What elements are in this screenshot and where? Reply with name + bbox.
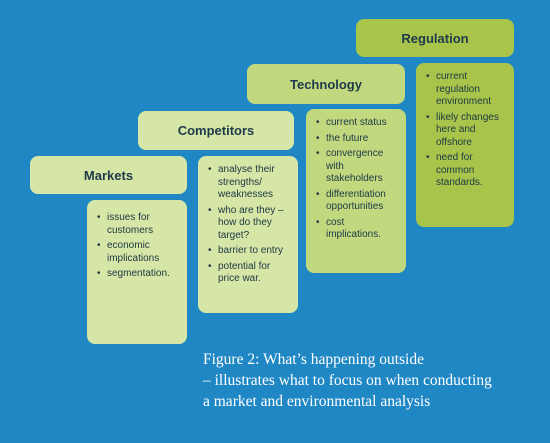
list-item: barrier to entry bbox=[208, 245, 290, 258]
regulation-header-label: Regulation bbox=[401, 30, 469, 46]
caption-line-3: a market and environmental analysis bbox=[203, 393, 431, 410]
caption-line-2: – illustrates what to focus on when cond… bbox=[203, 372, 492, 389]
competitors-list: analyse their strengths/ weaknesses who … bbox=[208, 164, 290, 286]
list-item: differentiation opportunities bbox=[316, 189, 398, 214]
list-item: the future bbox=[316, 133, 398, 146]
list-item: issues for customers bbox=[97, 212, 179, 237]
regulation-header: Regulation bbox=[356, 19, 514, 57]
technology-list: current status the future convergence wi… bbox=[316, 117, 398, 242]
regulation-panel: current regulation environment likely ch… bbox=[416, 63, 514, 227]
caption-line-1: Figure 2: What’s happening outside bbox=[203, 351, 424, 368]
competitors-header: Competitors bbox=[138, 111, 294, 150]
markets-list: issues for customers economic implicatio… bbox=[97, 212, 179, 281]
list-item: analyse their strengths/ weaknesses bbox=[208, 164, 290, 202]
markets-header-label: Markets bbox=[83, 167, 134, 183]
list-item: who are they – how do they target? bbox=[208, 205, 290, 243]
list-item: economic implications bbox=[97, 240, 179, 265]
competitors-header-label: Competitors bbox=[177, 123, 255, 138]
list-item: likely changes here and offshore bbox=[426, 112, 506, 150]
competitors-panel: analyse their strengths/ weaknesses who … bbox=[198, 156, 298, 313]
list-item: need for common standards. bbox=[426, 152, 506, 190]
figure-caption: Figure 2: What’s happening outside – ill… bbox=[203, 349, 548, 412]
list-item: convergence with stakeholders bbox=[316, 148, 398, 186]
technology-header: Technology bbox=[247, 64, 405, 104]
list-item: current status bbox=[316, 117, 398, 130]
list-item: cost implications. bbox=[316, 217, 398, 242]
markets-panel: issues for customers economic implicatio… bbox=[87, 200, 187, 344]
list-item: segmentation. bbox=[97, 268, 179, 281]
technology-panel: current status the future convergence wi… bbox=[306, 109, 406, 273]
markets-header: Markets bbox=[30, 156, 187, 194]
list-item: current regulation environment bbox=[426, 71, 506, 109]
technology-header-label: Technology bbox=[290, 76, 362, 92]
regulation-list: current regulation environment likely ch… bbox=[426, 71, 506, 190]
list-item: potential for price war. bbox=[208, 261, 290, 286]
